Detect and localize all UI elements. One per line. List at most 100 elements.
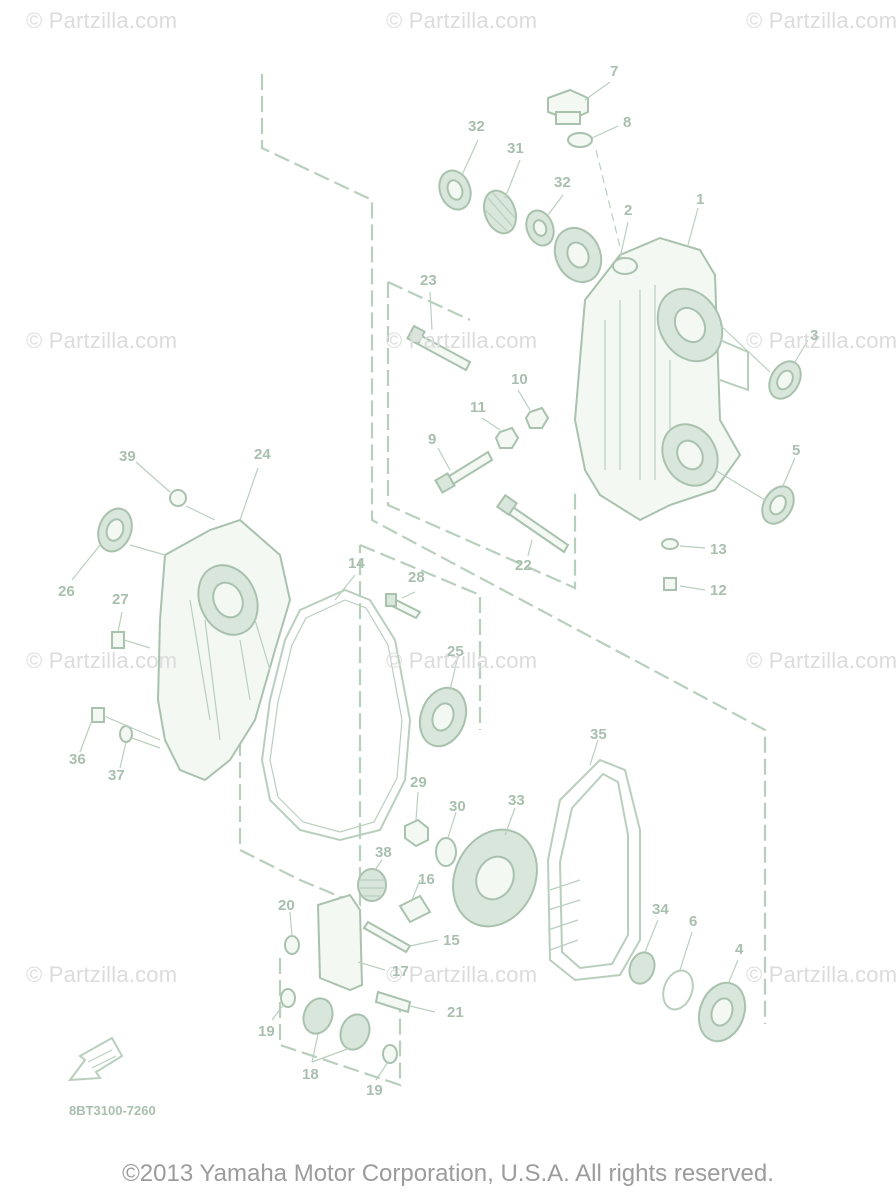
nut-10-part — [524, 406, 550, 429]
spring-38-part — [357, 868, 387, 902]
callout-1: 1 — [696, 191, 705, 208]
nut-11-part — [494, 426, 520, 449]
diagram-code: 8BT3100-7260 — [69, 1103, 156, 1118]
collar-16-part — [398, 894, 432, 924]
callout-20: 20 — [278, 897, 295, 914]
watermark: © Partzilla.com — [386, 962, 538, 987]
bearing-4-part — [697, 981, 747, 1043]
callout-39: 39 — [119, 448, 136, 465]
copyright-notice: ©2013 Yamaha Motor Corporation, U.S.A. A… — [122, 1160, 774, 1187]
callout-14: 14 — [348, 555, 365, 572]
callout-19-left: 19 — [258, 1023, 275, 1040]
callout-24: 24 — [254, 446, 271, 463]
bolt-23-part — [406, 324, 472, 372]
watermark: © Partzilla.com — [746, 648, 896, 673]
watermark: © Partzilla.com — [746, 328, 896, 353]
callout-33: 33 — [508, 792, 525, 809]
oil-seal-3-part — [768, 360, 802, 400]
callout-22: 22 — [515, 557, 532, 574]
washer-30-part — [435, 837, 457, 867]
callout-29: 29 — [410, 774, 427, 791]
oil-seal-5-part — [761, 485, 795, 525]
callout-9: 9 — [428, 431, 437, 448]
washer-34-part — [628, 951, 656, 985]
washer-20-part — [284, 935, 300, 955]
screw-12-part — [663, 577, 677, 591]
bolt-group-outline — [386, 281, 577, 590]
washer-19-upper-part — [280, 988, 296, 1008]
watermark: © Partzilla.com — [26, 648, 178, 673]
gasket-8-part — [567, 132, 593, 148]
shaft-15-part — [362, 920, 412, 954]
callout-7: 7 — [610, 63, 619, 80]
callout-11: 11 — [470, 399, 486, 416]
front-direction-arrow-icon — [67, 1036, 124, 1082]
gear-31-part — [483, 189, 517, 235]
bolt-22-part — [495, 493, 570, 554]
cap-39-part — [169, 489, 187, 507]
watermark: © Partzilla.com — [386, 328, 538, 353]
callout-13: 13 — [710, 541, 727, 558]
bearing-2-part — [553, 226, 603, 284]
callout-27: 27 — [112, 591, 129, 608]
watermark: © Partzilla.com — [746, 962, 896, 987]
callout-10: 10 — [511, 371, 528, 388]
watermark: © Partzilla.com — [26, 328, 178, 353]
callout-15: 15 — [443, 932, 460, 949]
watermark: © Partzilla.com — [386, 648, 538, 673]
gasket-14-part — [260, 588, 412, 842]
leader-line-7 — [584, 81, 611, 101]
bolt-9-part — [434, 450, 494, 494]
callout-18: 18 — [302, 1066, 319, 1083]
oil-seal-2-part — [612, 257, 638, 275]
callout-4: 4 — [735, 941, 744, 958]
circlip-6-part — [662, 969, 694, 1011]
callout-38: 38 — [375, 844, 392, 861]
bearings-18-part — [302, 997, 371, 1051]
drive-chain-35-part — [546, 758, 641, 982]
crankcase-cover-24-part — [156, 518, 292, 782]
callout-31: 31 — [507, 140, 524, 157]
callout-23: 23 — [420, 272, 437, 289]
callout-12: 12 — [710, 582, 727, 599]
callout-8: 8 — [623, 114, 632, 131]
bolt-36-part — [91, 707, 105, 723]
bearing-25-part — [418, 686, 468, 748]
callout-26: 26 — [58, 583, 75, 600]
callout-16: 16 — [418, 871, 435, 888]
washer-13-part — [661, 538, 679, 550]
watermark: © Partzilla.com — [26, 962, 178, 987]
callout-28: 28 — [408, 569, 425, 586]
watermark: © Partzilla.com — [746, 8, 896, 33]
callout-5: 5 — [792, 442, 801, 459]
callout-36: 36 — [69, 751, 86, 768]
callout-35: 35 — [590, 726, 607, 743]
assembly-outline — [260, 74, 767, 1024]
callout-37: 37 — [108, 767, 125, 784]
bearing-32-lower-part — [525, 209, 555, 247]
lever-17-part — [316, 893, 364, 992]
callout-32-upper: 32 — [468, 118, 485, 135]
lever-group-outline — [278, 958, 402, 1087]
callout-32-lower: 32 — [554, 174, 571, 191]
callout-6: 6 — [689, 913, 698, 930]
drain-plug-7-part — [547, 88, 589, 125]
bolt-28-part — [385, 593, 422, 620]
callout-19-right: 19 — [366, 1082, 383, 1099]
callout-21: 21 — [447, 1004, 464, 1021]
callout-2: 2 — [624, 202, 633, 219]
washer-19-lower-part — [382, 1044, 398, 1064]
callout-25: 25 — [447, 643, 464, 660]
callout-30: 30 — [449, 798, 466, 815]
bearing-32-upper-part — [438, 169, 472, 211]
callout-17: 17 — [392, 963, 409, 980]
watermark: © Partzilla.com — [386, 8, 538, 33]
washer-37-part — [119, 725, 133, 743]
sprocket-33-part — [452, 828, 538, 928]
nut-29-part — [404, 818, 429, 848]
oil-seal-26-part — [97, 507, 133, 553]
callout-34: 34 — [652, 901, 669, 918]
pin-21-part — [374, 990, 412, 1014]
leader-line-8 — [591, 125, 619, 139]
